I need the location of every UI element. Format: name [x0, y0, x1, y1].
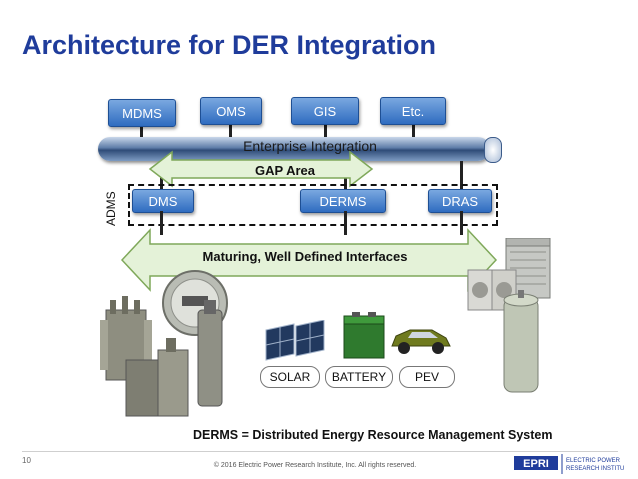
- connector-mdms: [140, 125, 143, 139]
- interfaces-label: Maturing, Well Defined Interfaces: [202, 249, 408, 264]
- epri-logo: EPRI ELECTRIC POWER RESEARCH INSTITUTE: [514, 454, 624, 474]
- etc-box: Etc.: [380, 97, 446, 125]
- connector-gis: [324, 125, 327, 139]
- connector-etc: [412, 125, 415, 139]
- gis-box: GIS: [291, 97, 359, 125]
- connector-oms: [229, 125, 232, 139]
- gap-area-label: GAP Area: [255, 163, 315, 178]
- adms-group: [128, 184, 498, 226]
- page-number: 10: [22, 456, 31, 465]
- transformer-illustration: [100, 296, 189, 417]
- connector-dras-down: [460, 211, 463, 235]
- dms-box: DMS: [132, 189, 194, 213]
- copyright-notice: © 2016 Electric Power Research Institute…: [213, 462, 417, 469]
- pev-label: PEV: [399, 366, 455, 388]
- battery-illustration: [343, 312, 385, 359]
- oms-box: OMS: [200, 97, 262, 125]
- mdms-box: MDMS: [108, 99, 176, 127]
- enterprise-bus-label: Enterprise Integration: [243, 138, 377, 154]
- battery-label: BATTERY: [325, 366, 393, 388]
- connector-derms-down: [344, 211, 347, 235]
- bus-end-cap: [484, 137, 502, 163]
- interfaces-arrow: [120, 228, 498, 292]
- connector-dms-down: [160, 211, 163, 235]
- svg-text:ELECTRIC POWER: ELECTRIC POWER: [566, 458, 621, 464]
- dras-box: DRAS: [428, 189, 492, 213]
- gap-area-arrow: [148, 150, 374, 188]
- solar-label: SOLAR: [260, 366, 320, 388]
- electric-vehicle-illustration: [391, 329, 451, 354]
- solar-panel-illustration: [265, 320, 325, 361]
- footer-divider: [22, 451, 618, 452]
- derms-box: DERMS: [300, 189, 386, 213]
- enterprise-integration-bus: [98, 137, 490, 161]
- svg-text:RESEARCH INSTITUTE: RESEARCH INSTITUTE: [566, 466, 624, 472]
- connector-dras: [460, 161, 463, 189]
- derms-definition: DERMS = Distributed Energy Resource Mana…: [193, 428, 553, 442]
- recloser-illustration: [197, 300, 223, 407]
- page-title: Architecture for DER Integration: [22, 30, 437, 60]
- adms-label: ADMS: [104, 191, 118, 226]
- svg-text:EPRI: EPRI: [523, 458, 549, 470]
- water-heater-illustration: [503, 290, 539, 393]
